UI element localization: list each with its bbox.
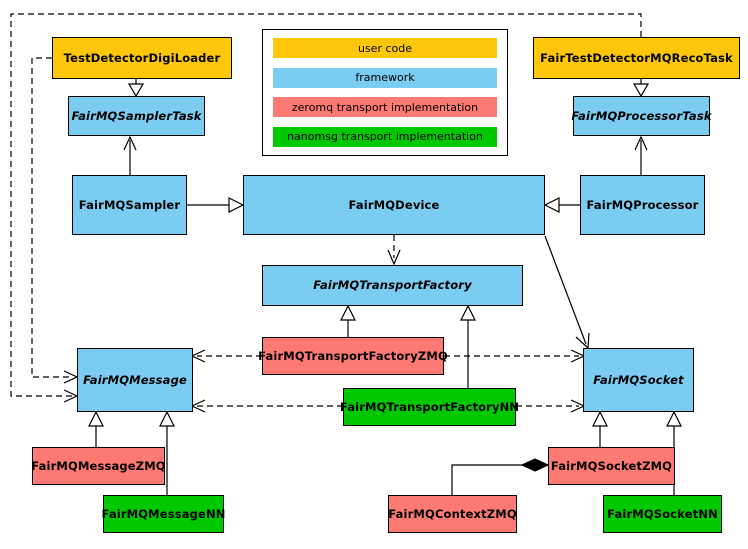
legend-label-zeromq: zeromq transport implementation: [291, 100, 479, 114]
edge-dependency-device-transportfactory: [387, 235, 401, 266]
class-node-fairmqsocket[interactable]: FairMQSocket: [583, 348, 694, 412]
class-node-fairmqmessage[interactable]: FairMQMessage: [77, 348, 193, 412]
class-label-testdetectordigiloader: TestDetectorDigiLoader: [63, 50, 221, 65]
edge-generalization-messagezmq-message: [88, 410, 104, 447]
class-label-fairmqsampler: FairMQSampler: [78, 197, 181, 212]
edge-generalization-sampler-device: [187, 197, 245, 213]
class-node-fairmqprocessor[interactable]: FairMQProcessor: [580, 175, 705, 235]
class-node-fairmqmessagenn[interactable]: FairMQMessageNN: [101, 495, 226, 533]
legend-label-user-code: user code: [357, 41, 413, 55]
class-label-fairmqsocketzmq: FairMQSocketZMQ: [550, 458, 673, 473]
edge-generalization-factorynn-factory: [460, 304, 476, 388]
class-label-fairmqmessagezmq: FairMQMessageZMQ: [31, 458, 166, 473]
class-label-fairmqsocketnn: FairMQSocketNN: [607, 506, 718, 521]
edge-association-sampler-samplertask: [123, 135, 137, 175]
edge-generalization-digiloader-samplertask: [127, 79, 145, 98]
class-label-fairmqprocessor: FairMQProcessor: [586, 197, 699, 212]
class-label-fairtestdetectormqrecotask: FairTestDetectorMQRecoTask: [540, 50, 733, 65]
legend-item-framework: framework: [273, 67, 497, 88]
edge-generalization-recotask-processortask: [632, 79, 650, 98]
edge-generalization-processor-device: [543, 197, 580, 213]
edge-association-device-socket: [544, 235, 590, 350]
edge-dependency-factoryzmq-socket: [444, 349, 586, 363]
class-node-fairmqmessagezmq[interactable]: FairMQMessageZMQ: [31, 447, 166, 485]
class-node-fairmqsampler[interactable]: FairMQSampler: [72, 175, 187, 235]
class-label-fairmqprocessortask: FairMQProcessorTask: [571, 108, 712, 123]
legend-label-nanomsg: nanomsg transport implementation: [287, 130, 483, 144]
class-node-fairmqprocessortask[interactable]: FairMQProcessorTask: [571, 96, 712, 136]
class-label-fairmqcontextzmq: FairMQContextZMQ: [388, 506, 517, 521]
edge-composition-contextzmq-socketzmq: [451, 458, 550, 495]
class-node-fairmqtransportfactory[interactable]: FairMQTransportFactory: [262, 265, 523, 306]
class-node-fairmqcontextzmq[interactable]: FairMQContextZMQ: [388, 495, 517, 533]
class-label-fairmqsocket: FairMQSocket: [593, 372, 684, 387]
class-node-fairmqsamplertask[interactable]: FairMQSamplerTask: [68, 96, 205, 136]
edge-dependency-factorynn-socket: [516, 399, 586, 413]
legend-label-framework: framework: [355, 71, 415, 85]
class-label-fairmqmessage: FairMQMessage: [83, 372, 187, 387]
class-label-fairmqmessagenn: FairMQMessageNN: [101, 506, 226, 521]
legend-item-user-code: user code: [273, 38, 497, 58]
legend-item-nanomsg: nanomsg transport implementation: [273, 126, 497, 147]
class-label-fairmqtransportfactory: FairMQTransportFactory: [313, 278, 472, 293]
edge-association-processor-processortask: [634, 135, 648, 175]
edge-dependency-factorynn-message: [190, 399, 343, 413]
class-node-fairmqtransportfactorynn[interactable]: FairMQTransportFactoryNN: [339, 388, 520, 426]
class-label-fairmqdevice: FairMQDevice: [348, 197, 440, 212]
class-label-fairmqsamplertask: FairMQSamplerTask: [71, 108, 202, 123]
edge-generalization-factoryzmq-factory: [340, 304, 356, 337]
edge-generalization-socketzmq-socket: [592, 410, 608, 447]
class-label-fairmqtransportfactorynn: FairMQTransportFactoryNN: [339, 399, 520, 414]
class-node-testdetectordigiloader[interactable]: TestDetectorDigiLoader: [52, 37, 232, 79]
class-node-fairmqsocketnn[interactable]: FairMQSocketNN: [603, 495, 722, 533]
edge-dependency-factoryzmq-message: [190, 349, 262, 363]
legend-panel: user code framework zeromq transport imp…: [262, 29, 508, 156]
class-node-fairtestdetectormqrecotask[interactable]: FairTestDetectorMQRecoTask: [533, 37, 740, 79]
class-node-fairmqsocketzmq[interactable]: FairMQSocketZMQ: [548, 447, 675, 485]
legend-item-zeromq: zeromq transport implementation: [273, 97, 497, 118]
class-node-fairmqtransportfactoryzmq[interactable]: FairMQTransportFactoryZMQ: [258, 337, 448, 375]
class-node-fairmqdevice[interactable]: FairMQDevice: [243, 175, 545, 235]
class-label-fairmqtransportfactoryzmq: FairMQTransportFactoryZMQ: [258, 348, 448, 363]
